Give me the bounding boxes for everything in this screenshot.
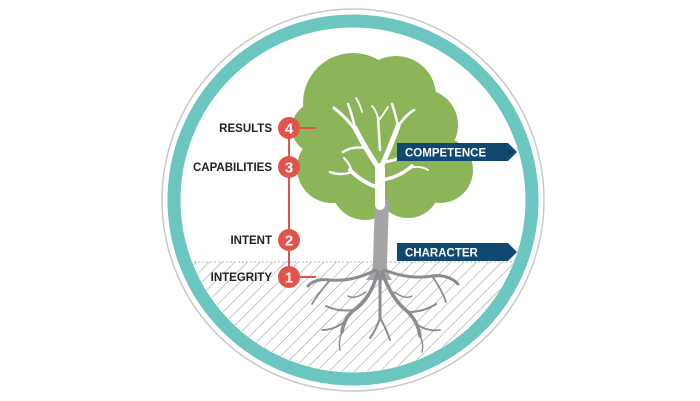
step-label-capabilities: CAPABILITIES <box>193 162 272 174</box>
character-tag: CHARACTER <box>397 243 517 261</box>
step-number: 4 <box>285 121 294 138</box>
tree-trunk <box>366 200 392 280</box>
step-marker-3: 3 CAPABILITIES <box>193 156 300 178</box>
step-marker-1: 1 INTEGRITY <box>211 266 300 288</box>
step-marker-2: 2 INTENT <box>230 229 300 251</box>
step-label-integrity: INTEGRITY <box>211 272 273 284</box>
competence-label: COMPETENCE <box>405 148 486 160</box>
step-number: 3 <box>285 160 293 177</box>
step-label-results: RESULTS <box>219 123 272 135</box>
step-number: 1 <box>285 270 293 287</box>
character-label: CHARACTER <box>405 248 479 260</box>
step-marker-4: 4 RESULTS <box>219 117 300 139</box>
step-number: 2 <box>285 233 293 250</box>
tree-foliage <box>292 53 473 220</box>
competence-tag: COMPETENCE <box>397 143 517 161</box>
tree-roots <box>306 268 460 353</box>
tree-icon <box>292 53 473 353</box>
step-label-intent: INTENT <box>230 235 272 247</box>
